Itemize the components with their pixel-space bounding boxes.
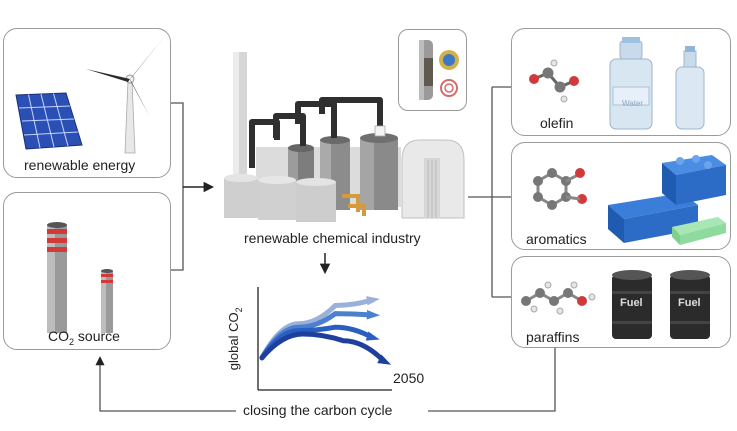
wind-turbine-icon [86,37,164,154]
carbon-cycle-line-right [428,340,556,412]
co2-source-label-prefix: CO [48,328,69,344]
olefin-label: olefin [540,115,574,131]
renewable-energy-panel: renewable energy [3,28,171,178]
aromatics-panel: aromatics [511,142,731,250]
co2-source-label-suffix: source [74,328,120,344]
olefin-illustration [529,37,705,130]
co2-source-label-sub: 2 [69,336,75,347]
carbon-cycle-label: closing the carbon cycle [240,402,396,418]
chimney-icon [233,52,247,182]
paraffins-illustration [521,270,710,339]
paraffin-molecule-icon [521,281,596,315]
fuel-barrel-right-icon [670,270,710,339]
barrel-label-left: Fuel [620,297,643,309]
water-bottle-large-icon [609,37,653,130]
orange-pipe-icon [342,194,366,216]
fuel-barrel-left-icon [612,270,652,339]
aromatics-illustration [533,155,726,245]
co2-source-panel: CO2 source [3,192,171,350]
pipes-icon [249,97,383,168]
aromatics-label: aromatics [526,231,587,247]
smokestacks-illustration [47,222,113,333]
olefin-molecule-icon [529,59,579,103]
smokestack-small-icon [101,269,113,333]
solar-panel-icon [15,92,83,150]
output-connector [468,86,511,298]
paraffins-label: paraffins [526,329,580,345]
co2-source-connector [171,187,184,271]
lego-bricks-icon [608,155,726,245]
reactor-inset-panel [398,29,467,111]
warehouse-icon [401,139,465,219]
chart-ylabel: global CO2 [226,294,244,384]
aromatic-ring-molecule-icon [533,168,587,210]
catalyst-reactor-icon [419,40,459,100]
renewable-energy-connector [171,102,184,187]
water-bottle-label: Water [622,99,644,108]
water-bottle-small-icon [675,46,705,130]
paraffins-panel: Fuel Fuel paraffins [511,256,731,348]
smokestack-large-icon [47,222,67,333]
barrel-label-right: Fuel [678,297,701,309]
renewable-energy-label: renewable energy [24,157,136,173]
olefin-panel: Water olefin [511,28,731,136]
co2-source-label: CO2 source [48,328,120,347]
chart-year-label: 2050 [393,370,425,386]
chart-ylabel-prefix: global CO [226,312,242,371]
chart-ylabel-sub: 2 [233,307,244,313]
front-tanks-icon [224,174,336,222]
renewable-energy-illustration [15,37,164,154]
carbon-cycle-line-left [95,356,236,412]
industry-label: renewable chemical industry [244,230,421,246]
storage-tank-icon [360,133,398,210]
